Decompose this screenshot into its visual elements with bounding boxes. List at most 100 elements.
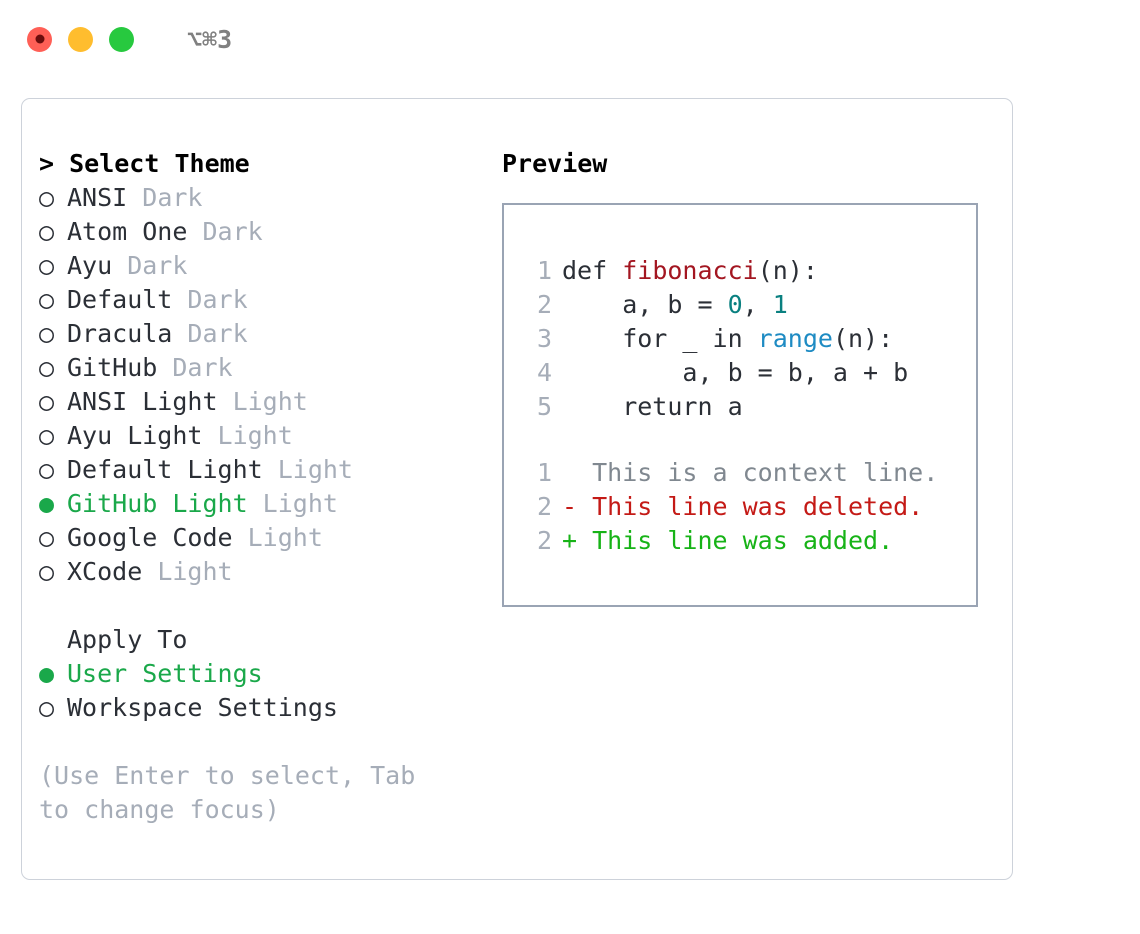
keyboard-hint: (Use Enter to select, Tab to change focu… (39, 761, 416, 824)
theme-item-category: Light (247, 489, 338, 518)
radio-unselected-icon[interactable]: ○ (39, 353, 70, 382)
preview-heading: Preview (502, 149, 608, 178)
code-line: 1 def fibonacci(n): (522, 254, 908, 288)
code-token-plain: (n): (757, 256, 818, 285)
code-line: 2 a, b = 0, 1 (522, 288, 908, 322)
apply-to-item-label: User Settings (67, 659, 263, 688)
main-panel: > Select Theme ○ ANSI Dark○ Atom One Dar… (21, 98, 1013, 880)
code-line: 4 a, b = b, a + b (522, 356, 908, 390)
theme-item-github[interactable]: ○ GitHub Dark (39, 351, 499, 385)
code-token-plain: , (742, 290, 773, 319)
theme-item-category: Light (232, 523, 323, 552)
code-token-plain: return a (562, 392, 743, 421)
theme-item-atom-one[interactable]: ○ Atom One Dark (39, 215, 499, 249)
radio-unselected-icon[interactable]: ○ (39, 285, 70, 314)
theme-item-label: ANSI (67, 183, 128, 212)
theme-item-label: Default (67, 285, 173, 314)
close-button[interactable] (27, 26, 52, 52)
theme-item-category: Dark (172, 319, 248, 348)
theme-item-default-light[interactable]: ○ Default Light Light (39, 453, 499, 487)
radio-selected-icon[interactable]: ● (39, 659, 70, 688)
diff-line-del: 2 - This line was deleted. (522, 490, 938, 524)
window-title: ⌥⌘3 (187, 24, 233, 54)
theme-item-ansi-light[interactable]: ○ ANSI Light Light (39, 385, 499, 419)
theme-item-label: GitHub Light (67, 489, 248, 518)
minimize-button[interactable] (68, 26, 93, 52)
theme-item-label: ANSI Light (67, 387, 218, 416)
theme-list[interactable]: ○ ANSI Dark○ Atom One Dark○ Ayu Dark○ De… (39, 181, 499, 589)
code-token-num: 0 (727, 290, 743, 319)
theme-item-category: Light (202, 421, 293, 450)
code-line-number: 1 (536, 256, 552, 285)
panel-columns: > Select Theme ○ ANSI Dark○ Atom One Dar… (22, 99, 1012, 879)
apply-to-heading-label: Apply To (67, 625, 188, 654)
theme-item-category: Dark (157, 353, 233, 382)
code-token-plain: for _ in (562, 324, 758, 353)
theme-item-category: Dark (112, 251, 188, 280)
theme-item-category: Dark (172, 285, 248, 314)
diff-line-text: This is a context line. (562, 458, 939, 487)
theme-item-google-code[interactable]: ○ Google Code Light (39, 521, 499, 555)
theme-item-label: Ayu Light (67, 421, 203, 450)
code-line: 3 for _ in range(n): (522, 322, 908, 356)
theme-item-category: Light (262, 455, 353, 484)
code-token-call: range (757, 324, 833, 353)
theme-item-github-light[interactable]: ● GitHub Light Light (39, 487, 499, 521)
theme-item-category: Dark (187, 217, 263, 246)
select-theme-heading: > Select Theme (39, 149, 250, 178)
code-line-number: 4 (536, 358, 552, 387)
theme-item-category: Light (142, 557, 233, 586)
radio-unselected-icon[interactable]: ○ (39, 693, 70, 722)
theme-item-label: GitHub (67, 353, 158, 382)
radio-selected-icon[interactable]: ● (39, 489, 70, 518)
theme-item-category: Light (217, 387, 308, 416)
apply-to-list[interactable]: ● User Settings○ Workspace Settings (39, 657, 499, 725)
code-line: 5 return a (522, 390, 908, 424)
code-token-plain: def (562, 256, 623, 285)
code-token-plain: a, b = b, a + b (562, 358, 909, 387)
apply-to-heading-indent: ○ (39, 623, 67, 657)
radio-unselected-icon[interactable]: ○ (39, 557, 70, 586)
apply-to-item-workspace-settings[interactable]: ○ Workspace Settings (39, 691, 499, 725)
diff-line-text: - This line was deleted. (562, 492, 924, 521)
code-line-number: 2 (536, 290, 552, 319)
radio-unselected-icon[interactable]: ○ (39, 421, 70, 450)
code-token-plain: (n): (832, 324, 894, 353)
apply-to-item-label: Workspace Settings (67, 693, 338, 722)
radio-unselected-icon[interactable]: ○ (39, 455, 70, 484)
radio-unselected-icon[interactable]: ○ (39, 387, 70, 416)
diff-line-add: 2+ This line was added. (522, 524, 938, 558)
code-line-number: 5 (536, 392, 552, 421)
code-token-plain: a, b = (562, 290, 728, 319)
diff-line-number: 2 (536, 492, 552, 521)
theme-item-label: Ayu (67, 251, 113, 280)
radio-unselected-icon[interactable]: ○ (39, 319, 70, 348)
window-titlebar: ⌥⌘3 (0, 0, 1140, 78)
diff-sample: 1 This is a context line. 2 - This line wa… (522, 456, 938, 558)
code-line-number: 3 (536, 324, 552, 353)
theme-item-ansi[interactable]: ○ ANSI Dark (39, 181, 499, 215)
radio-unselected-icon[interactable]: ○ (39, 523, 70, 552)
diff-line-number: 1 (536, 458, 552, 487)
list-spacer (39, 589, 499, 623)
theme-item-label: Dracula (67, 319, 173, 348)
diff-line-text: + This line was added. (562, 526, 894, 555)
code-token-num: 1 (772, 290, 788, 319)
theme-item-label: Default Light (67, 455, 263, 484)
theme-item-xcode[interactable]: ○ XCode Light (39, 555, 499, 589)
radio-unselected-icon[interactable]: ○ (39, 251, 70, 280)
radio-unselected-icon[interactable]: ○ (39, 217, 70, 246)
code-token-fn: fibonacci (622, 256, 758, 285)
theme-item-ayu[interactable]: ○ Ayu Dark (39, 249, 499, 283)
theme-item-dracula[interactable]: ○ Dracula Dark (39, 317, 499, 351)
maximize-button[interactable] (109, 26, 134, 52)
theme-item-default[interactable]: ○ Default Dark (39, 283, 499, 317)
theme-item-label: XCode (67, 557, 143, 586)
radio-unselected-icon[interactable]: ○ (39, 183, 70, 212)
apply-to-item-user-settings[interactable]: ● User Settings (39, 657, 499, 691)
theme-item-ayu-light[interactable]: ○ Ayu Light Light (39, 419, 499, 453)
apply-to-heading: ○Apply To (39, 623, 499, 657)
theme-item-label: Atom One (67, 217, 188, 246)
